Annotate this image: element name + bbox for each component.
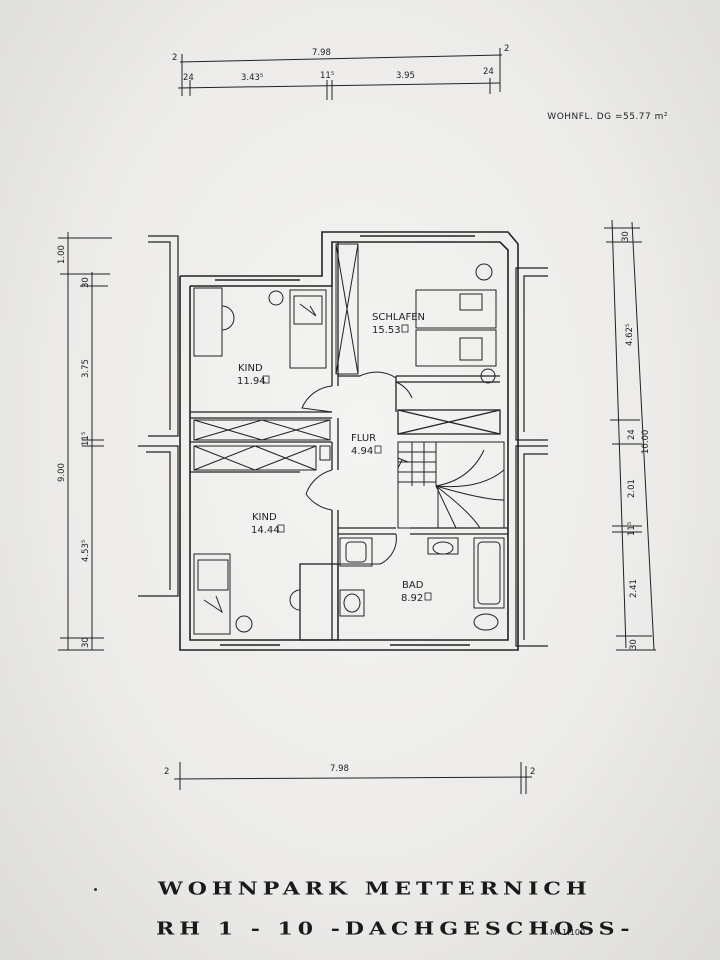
- right-seg-2: 4.62⁵: [625, 324, 635, 346]
- title-line-1: WOHNPARK METTERNICH: [158, 878, 592, 900]
- room-flur-area: 4.94: [351, 446, 373, 457]
- exterior-walls: [179, 231, 519, 651]
- bottom-total-dim: 7.98: [330, 764, 349, 774]
- left-seg-2: 30: [81, 277, 91, 288]
- left-dimension-chain: [58, 232, 112, 651]
- furniture: [193, 263, 505, 635]
- dimension-labels: 7.98 2 2 24 3.43⁵ 11⁵ 3.95 24 7.98 2 2 9…: [57, 44, 651, 777]
- interior-walls: [190, 242, 508, 641]
- right-dimension-chain: [604, 219, 656, 651]
- neighbour-walls: [138, 235, 548, 647]
- bottom-end-right: 2: [530, 767, 535, 777]
- top-total-dim: 7.98: [312, 48, 331, 58]
- room-schlafen-name: SCHLAFEN: [372, 312, 425, 323]
- room-flur-name: FLUR: [351, 433, 376, 444]
- scale-note: M. 1:100: [550, 928, 586, 937]
- top-seg-5: 24: [483, 67, 494, 77]
- staircase: [397, 441, 505, 529]
- room-bad-area: 8.92: [401, 593, 423, 604]
- room-kind-1-area: 11.94: [237, 376, 266, 387]
- doors: [301, 371, 413, 565]
- left-total-dim: 9.00: [57, 463, 67, 482]
- living-area-note: WOHNFL. DG =55.77 m²: [547, 112, 668, 122]
- left-seg-3: 3.75: [81, 359, 91, 378]
- right-total-dim: 10.00: [641, 430, 651, 454]
- room-bad-name: BAD: [402, 580, 424, 591]
- room-kind-2-name: KIND: [252, 512, 277, 523]
- top-seg-3: 11⁵: [320, 71, 334, 81]
- room-schlafen-area: 15.53: [372, 325, 401, 336]
- right-seg-1: 30: [621, 231, 631, 242]
- right-seg-7: 30: [629, 639, 639, 650]
- room-kind-1-name: KIND: [238, 363, 263, 374]
- right-seg-3: 24: [627, 429, 637, 440]
- bottom-dimension-chain: [173, 762, 533, 794]
- top-seg-4: 3.95: [396, 71, 415, 81]
- bottom-end-left: 2: [164, 767, 169, 777]
- left-seg-6: 30: [81, 637, 91, 648]
- top-end-right: 2: [504, 44, 509, 54]
- room-labels: KIND 11.94 SCHLAFEN 15.53 FLUR 4.94 KIND…: [237, 312, 432, 604]
- left-seg-1: 1.00: [57, 245, 67, 264]
- right-seg-6: 2.41: [629, 579, 639, 598]
- right-seg-4: 2.01: [627, 479, 637, 498]
- top-dimension-chain: [177, 48, 503, 100]
- left-seg-5: 4.53⁵: [81, 540, 91, 562]
- top-seg-2: 3.43⁵: [241, 73, 263, 83]
- room-kind-2-area: 14.44: [251, 525, 280, 536]
- left-seg-4: 11⁵: [81, 432, 91, 446]
- title-bullet: [94, 888, 97, 891]
- wardrobes: [193, 243, 359, 471]
- top-seg-1: 24: [183, 73, 194, 83]
- title-line-2: RH 1 - 10 -DACHGESCHOSS-: [156, 918, 635, 940]
- top-end-left: 2: [172, 53, 177, 63]
- right-seg-5: 11⁵: [627, 522, 637, 536]
